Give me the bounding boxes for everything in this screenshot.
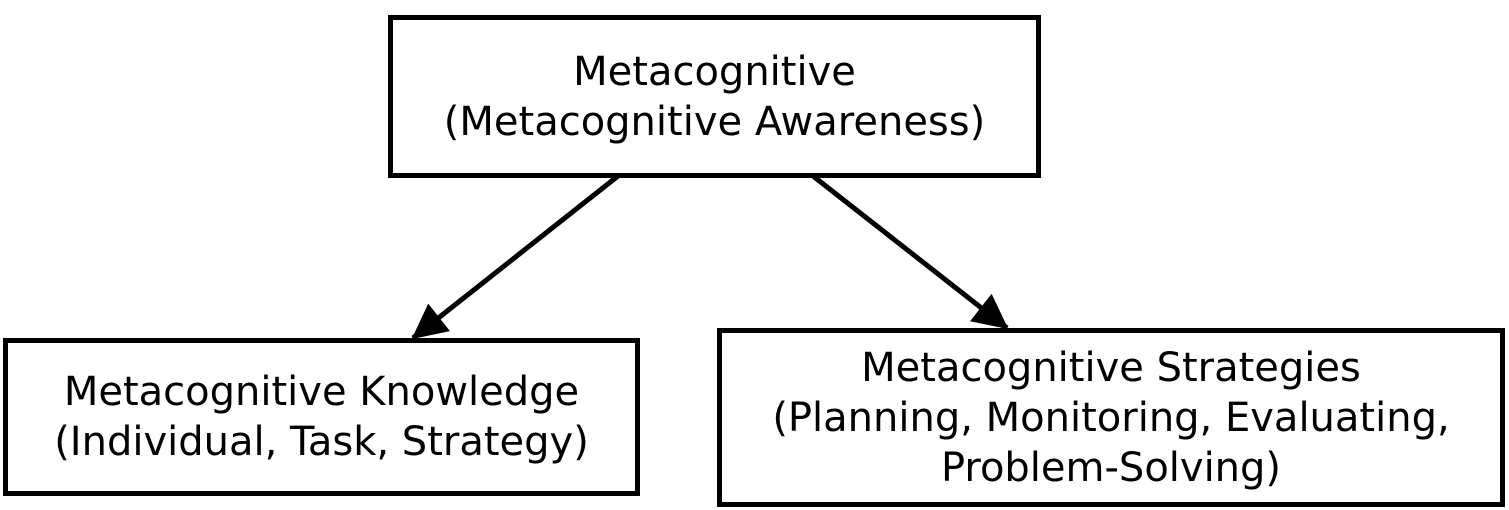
- node-metacognitive-line2: (Metacognitive Awareness): [443, 98, 986, 145]
- arrow-root-to-knowledge: [411, 174, 620, 340]
- node-metacognitive-knowledge-line2: (Individual, Task, Strategy): [54, 419, 589, 465]
- node-metacognitive-strategies: Metacognitive Strategies (Planning, Moni…: [717, 328, 1505, 507]
- node-metacognitive-strategies-line2: (Planning, Monitoring, Evaluating,: [772, 394, 1450, 441]
- arrow-root-to-strategies: [811, 174, 1009, 330]
- node-metacognitive-line1: Metacognitive: [573, 48, 856, 95]
- node-metacognitive-strategies-line1: Metacognitive Strategies: [861, 344, 1361, 391]
- node-metacognitive-strategies-line3: Problem-Solving): [940, 444, 1282, 491]
- node-metacognitive-knowledge-line1: Metacognitive Knowledge: [63, 369, 580, 415]
- node-metacognitive-knowledge: Metacognitive Knowledge (Individual, Tas…: [3, 338, 640, 496]
- node-metacognitive: Metacognitive (Metacognitive Awareness): [388, 15, 1041, 178]
